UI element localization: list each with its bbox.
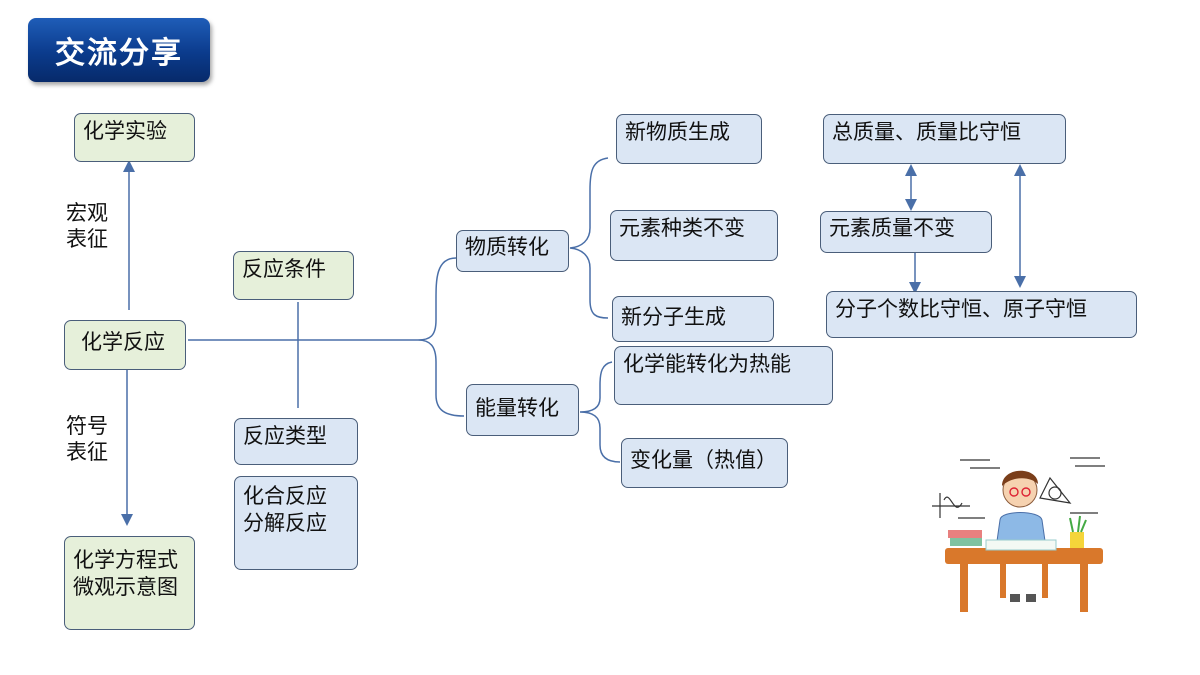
node-change-amount: 变化量（热值） [621,438,788,488]
node-chem-to-heat: 化学能转化为热能 [614,346,833,405]
node-molecule-ratio: 分子个数比守恒、原子守恒 [826,291,1137,338]
node-total-mass: 总质量、质量比守恒 [823,114,1066,164]
node-equation: 化学方程式 微观示意图 [64,536,195,630]
node-energy-transform: 能量转化 [466,384,579,436]
node-type-examples: 化合反应 分解反应 [234,476,358,570]
label-symbol-2: 表征 [66,440,108,464]
node-new-substance: 新物质生成 [616,114,762,164]
node-conditions: 反应条件 [233,251,354,300]
label-symbol-1: 符号 [66,414,108,438]
node-new-molecule: 新分子生成 [612,296,774,342]
page-title: 交流分享 [28,18,210,82]
node-experiment: 化学实验 [74,113,195,162]
node-equation-line2: 微观示意图 [73,575,178,599]
node-reaction: 化学反应 [64,320,186,370]
node-element-mass: 元素质量不变 [820,211,992,253]
brace-energy [579,361,621,463]
node-equation-line1: 化学方程式 [73,548,178,572]
label-macro-2: 表征 [66,227,108,251]
node-decomposition: 分解反应 [243,511,327,535]
node-matter-transform: 物质转化 [456,230,569,272]
brace-matter [569,157,609,319]
table-icon [945,548,1103,612]
label-macro-1: 宏观 [66,201,108,225]
formula-doodles-icon [932,457,1105,519]
node-types: 反应类型 [234,418,358,465]
node-combination: 化合反应 [243,484,327,508]
student-illustration [932,457,1105,612]
node-element-types: 元素种类不变 [610,210,778,261]
brace-transform [417,257,465,417]
